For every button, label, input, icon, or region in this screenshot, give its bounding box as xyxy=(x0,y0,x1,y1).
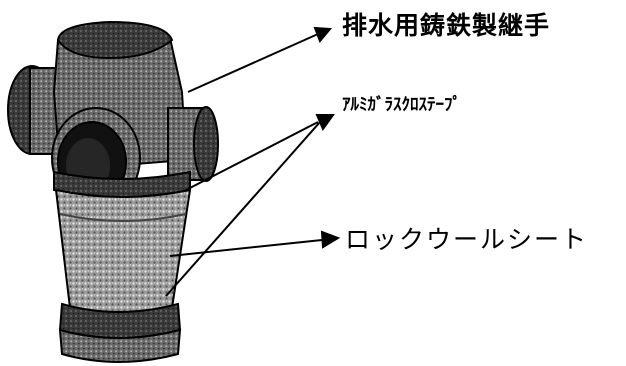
leader-line-joint xyxy=(187,33,319,93)
leader-line-tape-upper xyxy=(185,121,319,191)
rock-wool-wrap-drawing xyxy=(54,188,192,316)
arrowhead-wool xyxy=(320,230,341,249)
arrowhead-joint xyxy=(313,26,333,43)
leader-lines xyxy=(165,26,341,297)
label-rock-wool-sheet: ロックウールシート xyxy=(345,225,589,254)
label-aluminum-glass-cloth-tape: ｱﾙﾐｶﾞﾗｽｸﾛｽﾃｰﾌﾟ xyxy=(342,95,461,115)
bottom-spigot-drawing xyxy=(58,302,182,363)
leader-line-tape-lower xyxy=(165,121,321,297)
arrowhead-tape xyxy=(315,114,335,132)
label-cast-iron-joint: 排水用鋳鉄製継手 xyxy=(342,11,551,40)
leader-line-wool xyxy=(169,239,323,257)
cast-iron-joint-drawing xyxy=(7,20,219,209)
